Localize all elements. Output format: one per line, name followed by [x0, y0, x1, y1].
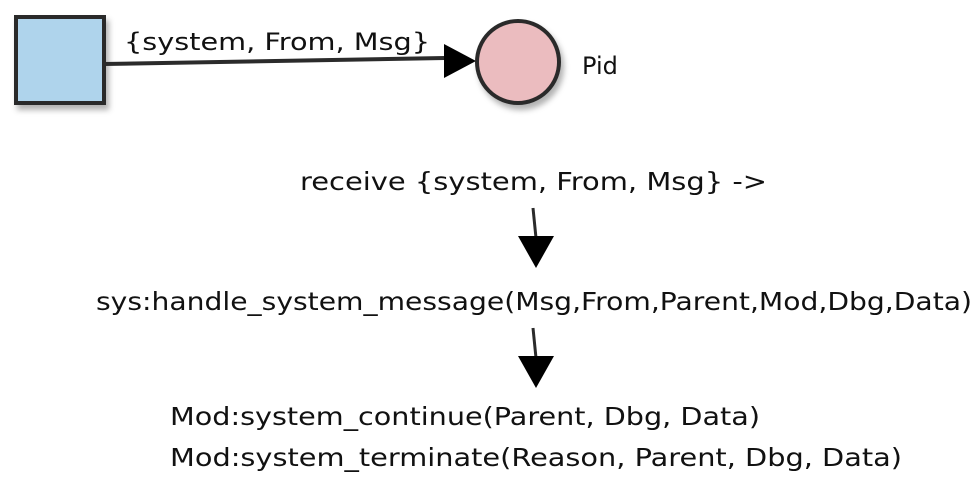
system-terminate-step: Mod:system_terminate(Reason, Parent, Dbg…	[170, 443, 902, 472]
pid-label: Pid	[582, 52, 618, 80]
arrowhead-icon	[444, 44, 476, 78]
down-arrow-icon	[518, 236, 554, 268]
down-arrow-icon	[518, 356, 554, 388]
edge-label: {system, From, Msg}	[124, 28, 430, 56]
flow-arrow-line	[531, 207, 538, 239]
sender-process-box	[14, 15, 106, 105]
receiver-process-circle	[475, 19, 561, 105]
handle-system-message-step: sys:handle_system_message(Msg,From,Paren…	[96, 287, 972, 316]
flow-arrow-line	[531, 327, 538, 359]
receive-step: receive {system, From, Msg} ->	[300, 167, 767, 196]
system-continue-step: Mod:system_continue(Parent, Dbg, Data)	[170, 402, 760, 431]
message-arrow-line	[103, 56, 446, 66]
